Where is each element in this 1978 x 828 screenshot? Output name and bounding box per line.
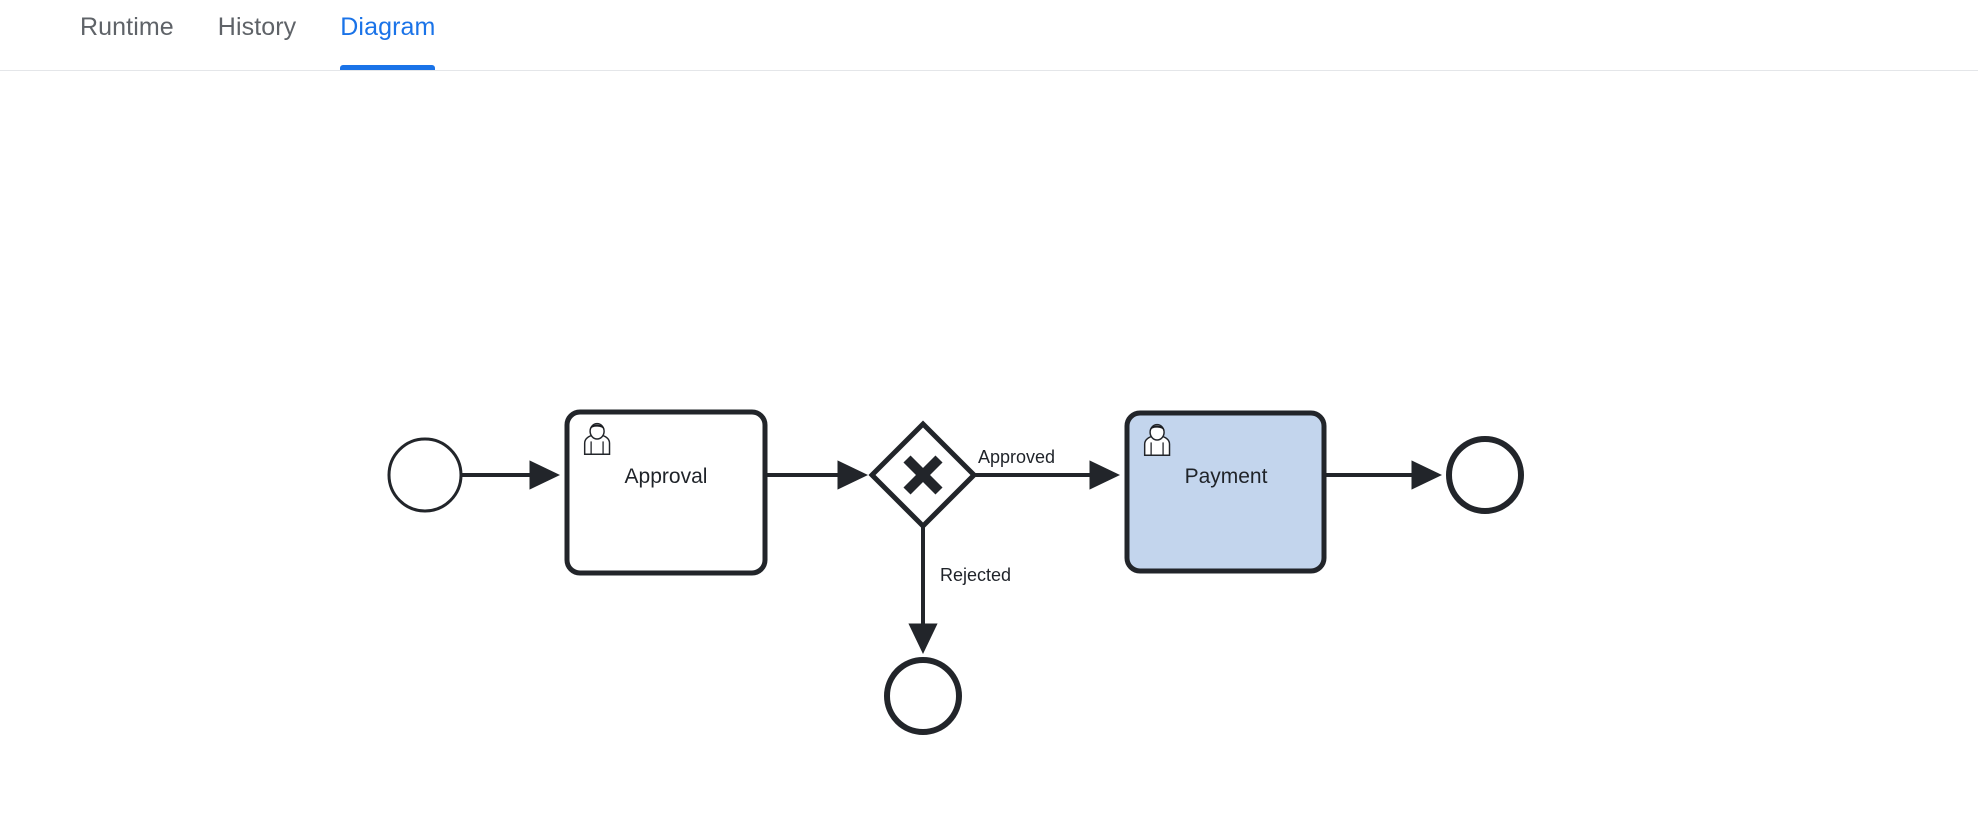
tab-diagram-label: Diagram: [340, 13, 436, 41]
sequence-flows: [462, 460, 1442, 654]
node-start-event[interactable]: [387, 437, 463, 513]
start-event-circle: [387, 437, 463, 513]
task-payment-label: Payment: [1185, 465, 1268, 488]
task-approval-box: [564, 409, 768, 576]
task-payment-box: [1124, 410, 1327, 574]
tab-history[interactable]: History: [196, 0, 318, 70]
bpmn-diagram: Approved Rejected Approval: [387, 409, 1524, 735]
task-approval-label: Approval: [625, 465, 708, 488]
tab-runtime[interactable]: Runtime: [80, 0, 196, 70]
flow-label-rejected: Rejected: [940, 565, 1011, 585]
node-end-event-approved[interactable]: [1446, 436, 1524, 514]
tab-runtime-label: Runtime: [80, 13, 174, 41]
node-task-payment[interactable]: Payment: [1124, 410, 1327, 574]
tab-underline-diagram: [340, 65, 436, 70]
end-event-circle: [1446, 436, 1524, 514]
tab-list: Runtime History Diagram: [80, 0, 1978, 70]
node-exclusive-gateway[interactable]: [868, 420, 978, 530]
diagram-canvas[interactable]: Approved Rejected Approval: [0, 71, 1978, 828]
tab-bar: Runtime History Diagram: [0, 0, 1978, 71]
node-end-event-rejected[interactable]: [884, 657, 962, 735]
tab-diagram[interactable]: Diagram: [318, 0, 457, 70]
gateway-x-icon: [903, 455, 943, 495]
user-task-icon: [583, 422, 611, 456]
user-task-icon: [1143, 423, 1171, 457]
node-task-approval[interactable]: Approval: [564, 409, 768, 576]
tab-history-label: History: [217, 13, 297, 41]
end-event-circle: [884, 657, 962, 735]
flow-label-approved: Approved: [978, 447, 1055, 467]
